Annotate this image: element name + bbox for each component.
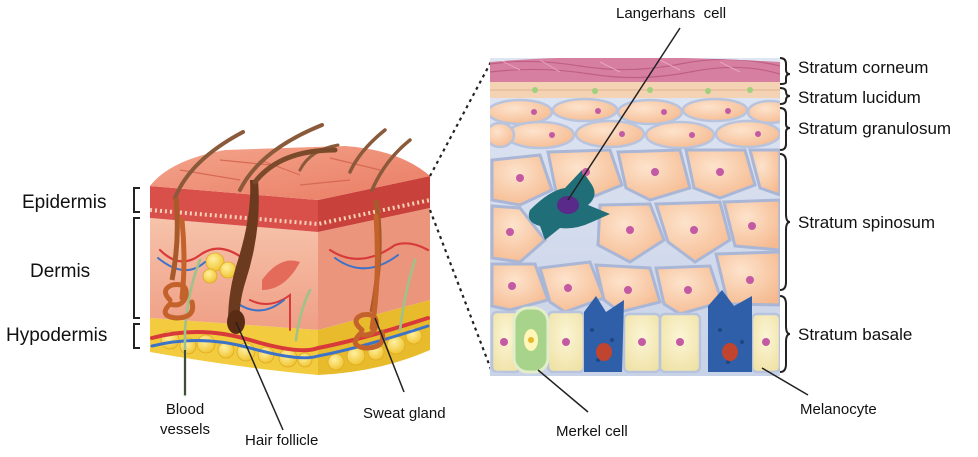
label-merkel-cell: Merkel cell bbox=[556, 424, 628, 439]
zoom-lines bbox=[430, 60, 492, 372]
label-stratum-lucidum: Stratum lucidum bbox=[798, 89, 921, 106]
skin-block bbox=[150, 125, 430, 395]
label-dermis: Dermis bbox=[30, 262, 90, 281]
label-blood-line2: vessels bbox=[160, 420, 210, 440]
label-stratum-corneum: Stratum corneum bbox=[798, 59, 928, 76]
label-melanocyte: Melanocyte bbox=[800, 402, 877, 417]
label-hypodermis: Hypodermis bbox=[6, 326, 107, 345]
label-blood-line1: Blood bbox=[160, 400, 210, 420]
label-stratum-granulosum: Stratum granulosum bbox=[798, 120, 951, 137]
label-sweat-gland: Sweat gland bbox=[363, 406, 446, 421]
label-stratum-basale: Stratum basale bbox=[798, 326, 912, 343]
epidermis-zoom-panel bbox=[486, 58, 792, 376]
label-stratum-spinosum: Stratum spinosum bbox=[798, 214, 935, 231]
left-brackets bbox=[134, 188, 140, 348]
right-braces bbox=[780, 58, 790, 372]
label-blood-vessels: Blood vessels bbox=[160, 400, 210, 440]
label-epidermis: Epidermis bbox=[22, 193, 106, 212]
label-langerhans-cell: Langerhans cell bbox=[616, 6, 726, 21]
label-hair-follicle: Hair follicle bbox=[245, 433, 318, 448]
